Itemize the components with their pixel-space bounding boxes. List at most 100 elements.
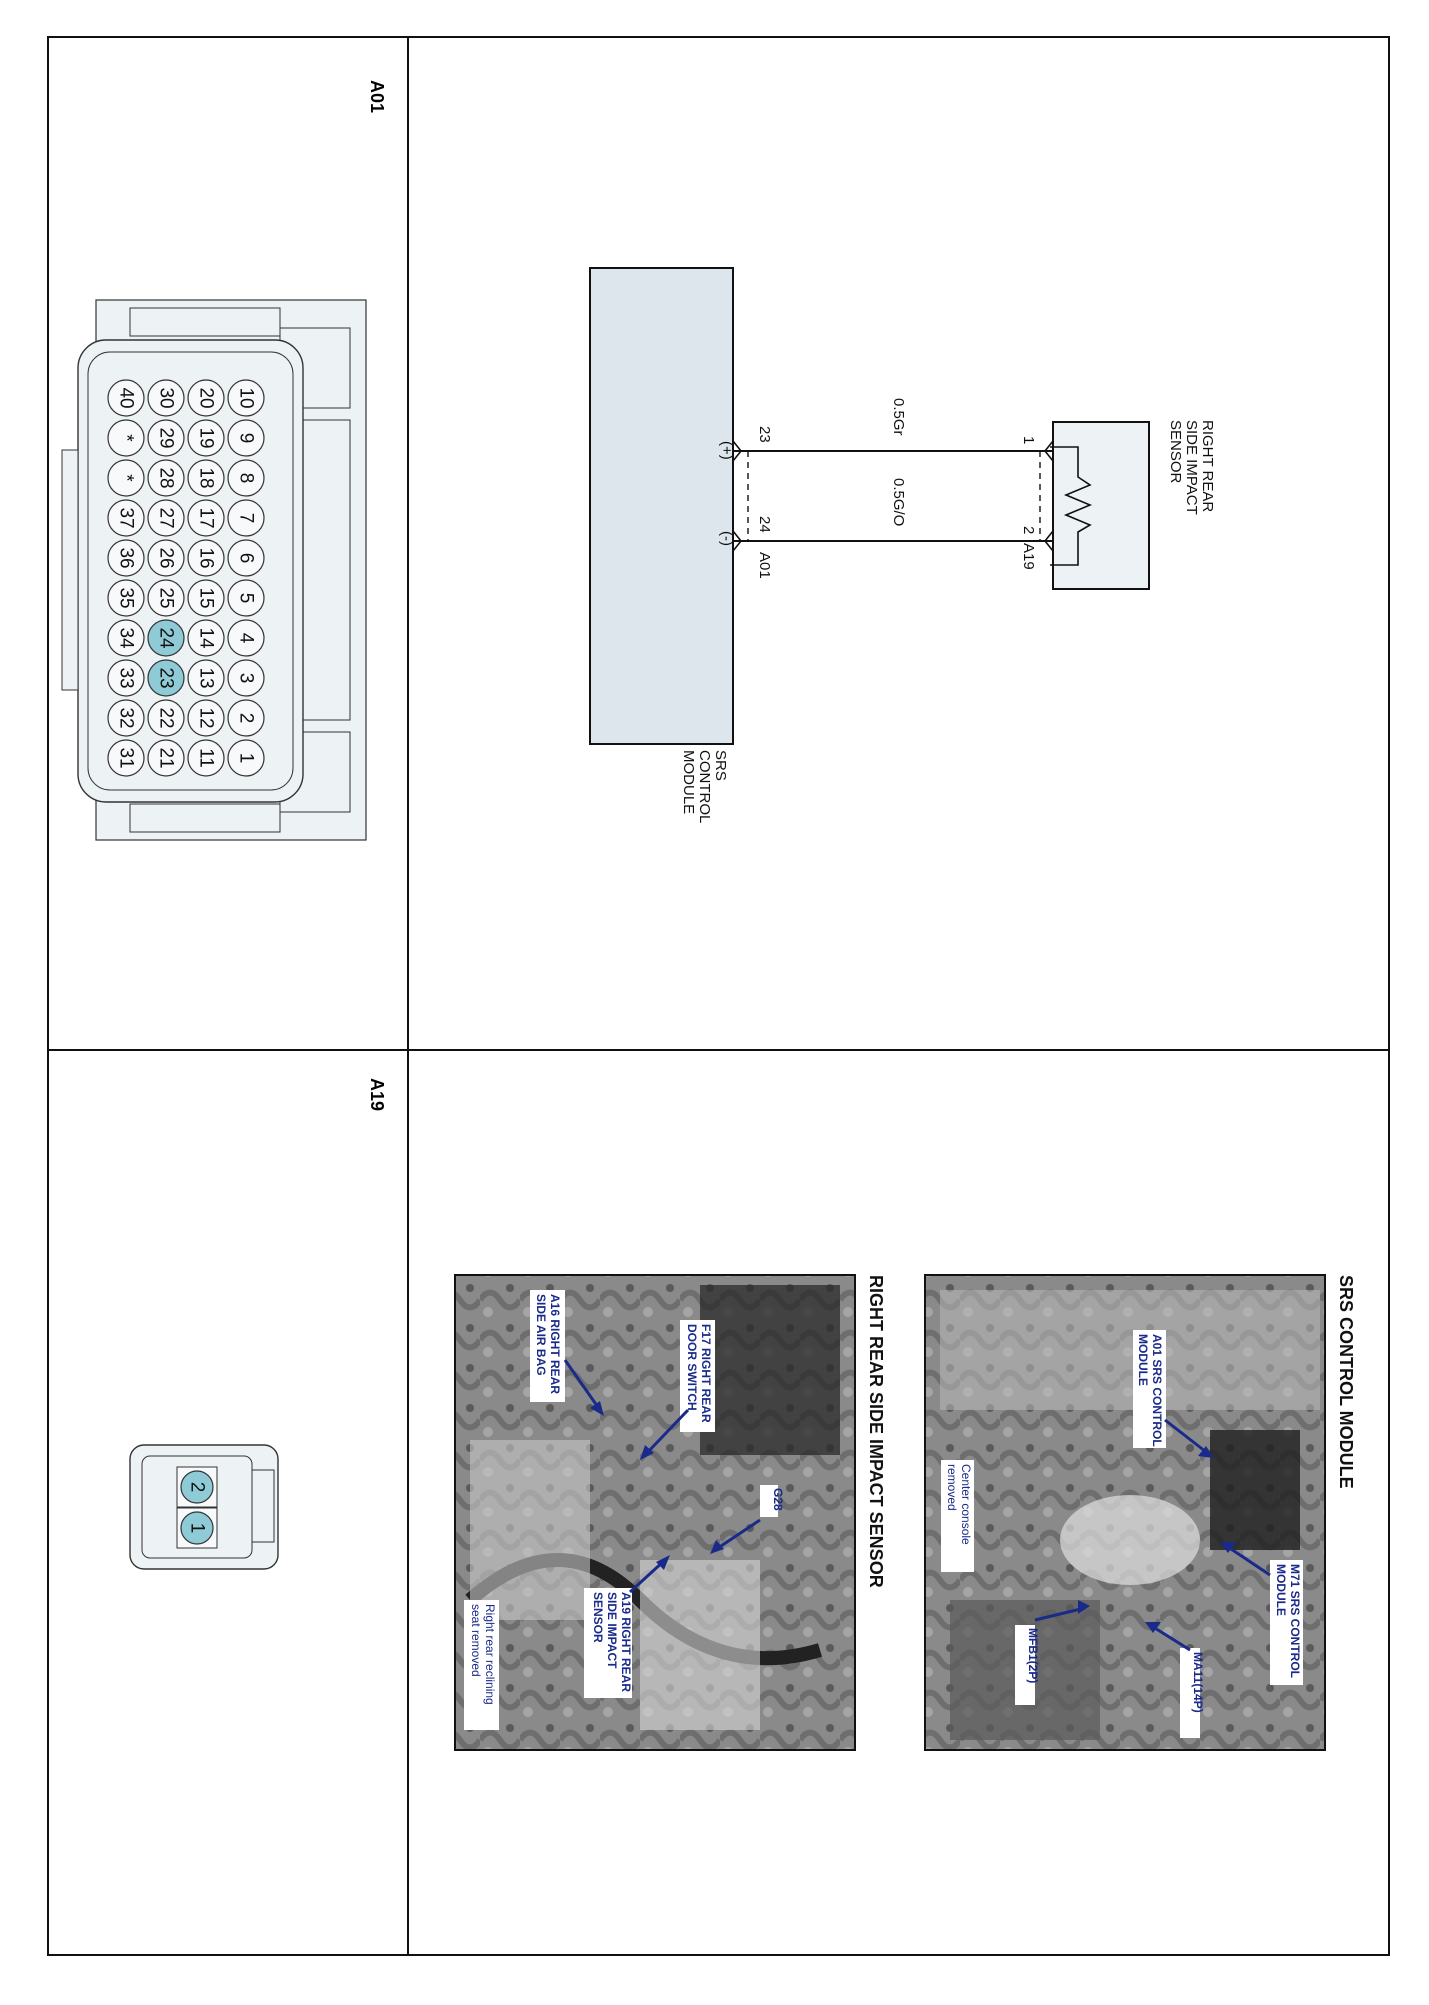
- svg-text:A16 RIGHT REAR: A16 RIGHT REAR: [548, 1294, 562, 1394]
- module-polarity-minus: (-): [718, 531, 735, 546]
- module-name-line: SRS: [712, 750, 729, 781]
- a01-pin: 27: [147, 499, 185, 537]
- a01-pin: 3: [227, 659, 265, 697]
- a01-pin: 18: [187, 459, 225, 497]
- a01-pin: 20: [187, 379, 225, 417]
- photo-srs-control-module: SRS CONTROL MODULE A01 SRS CONTROL MODUL…: [924, 1274, 1356, 1751]
- photo-title-srs-control-module: SRS CONTROL MODULE: [1336, 1275, 1356, 1489]
- a01-pin: 31: [107, 739, 145, 777]
- a01-pin: 33: [107, 659, 145, 697]
- a01-pin: 4: [227, 619, 265, 657]
- terminal-chevron: [1043, 530, 1054, 552]
- callout-mfb1-2p: MFB1(2P): [1015, 1600, 1090, 1705]
- svg-text:2: 2: [236, 713, 257, 724]
- svg-text:2: 2: [187, 1482, 208, 1493]
- callout-ma11-14p: MA11(14P): [1145, 1622, 1205, 1738]
- a01-pin: 21: [147, 739, 185, 777]
- a01-pin: 32: [107, 699, 145, 737]
- a01-pin: 23: [147, 659, 185, 697]
- a01-pin: *: [107, 419, 145, 457]
- a01-pin: 40: [107, 379, 145, 417]
- svg-text:A01 SRS CONTROL: A01 SRS CONTROL: [1150, 1334, 1164, 1447]
- a01-pin: 14: [187, 619, 225, 657]
- svg-text:31: 31: [116, 747, 137, 768]
- a01-pin: 30: [147, 379, 185, 417]
- svg-text:30: 30: [156, 387, 177, 408]
- a01-pin: 5: [227, 579, 265, 617]
- svg-text:12: 12: [196, 707, 217, 728]
- a01-pin: 8: [227, 459, 265, 497]
- a01-pin: 22: [147, 699, 185, 737]
- sensor-pin-1: 1: [1020, 436, 1037, 444]
- svg-text:A19 RIGHT REAR: A19 RIGHT REAR: [619, 1592, 633, 1692]
- a19-pin-grid: 12: [176, 1466, 218, 1549]
- module-polarity-plus: (+): [718, 441, 735, 460]
- svg-text:26: 26: [156, 547, 177, 568]
- module-connector-code: A01: [756, 552, 773, 579]
- svg-text:23: 23: [156, 667, 177, 688]
- a01-pin: 17: [187, 499, 225, 537]
- svg-text:4: 4: [236, 633, 257, 644]
- a01-pin: 7: [227, 499, 265, 537]
- svg-text:MA11(14P): MA11(14P): [1191, 1652, 1205, 1713]
- svg-text:16: 16: [196, 547, 217, 568]
- sensor-name-line: SIDE IMPACT: [1183, 420, 1200, 515]
- svg-text:10: 10: [236, 387, 257, 408]
- a01-pin: 15: [187, 579, 225, 617]
- a01-pin: 26: [147, 539, 185, 577]
- svg-text:1: 1: [187, 1523, 208, 1534]
- svg-text:28: 28: [156, 467, 177, 488]
- svg-text:25: 25: [156, 587, 177, 608]
- a01-pin: 28: [147, 459, 185, 497]
- svg-text:24: 24: [156, 627, 177, 649]
- svg-text:*: *: [116, 434, 137, 442]
- callout-a19-right-rear-side-impact-sensor: A19 RIGHT REAR SIDE IMPACT SENSOR: [584, 1555, 670, 1698]
- svg-text:removed: removed: [945, 1464, 959, 1511]
- svg-text:6: 6: [236, 553, 257, 564]
- svg-text:seat removed: seat removed: [469, 1604, 483, 1677]
- callout-m71-srs-control-module: M71 SRS CONTROL MODULE: [1220, 1542, 1303, 1685]
- frame-code-a01: A01: [367, 80, 387, 113]
- svg-text:MODULE: MODULE: [1136, 1334, 1150, 1386]
- connector-a19-face: 12: [129, 1444, 279, 1570]
- svg-text:19: 19: [196, 427, 217, 448]
- resistor-symbol: [1050, 446, 1093, 566]
- note-right-rear-reclining-seat-removed: Right rear reclining seat removed: [464, 1600, 499, 1730]
- connector-a01-face: 1234567891011121314151617181920212223242…: [61, 299, 367, 841]
- svg-text:40: 40: [116, 387, 137, 408]
- terminal-chevron: [1043, 440, 1054, 462]
- terminal-chevron: [732, 530, 743, 552]
- a01-pin: 16: [187, 539, 225, 577]
- svg-text:3: 3: [236, 673, 257, 684]
- svg-text:SIDE IMPACT: SIDE IMPACT: [605, 1592, 619, 1669]
- a01-pin: 35: [107, 579, 145, 617]
- svg-text:17: 17: [196, 507, 217, 528]
- a01-pin: 19: [187, 419, 225, 457]
- svg-text:21: 21: [156, 747, 177, 768]
- module-pin-24: 24: [756, 516, 773, 533]
- svg-text:M71 SRS CONTROL: M71 SRS CONTROL: [1288, 1564, 1302, 1678]
- svg-text:20: 20: [196, 387, 217, 408]
- svg-text:Right rear reclining: Right rear reclining: [483, 1604, 497, 1705]
- module-name-line: MODULE: [680, 750, 697, 814]
- sensor-pin-2: 2: [1020, 526, 1037, 534]
- a01-pin: 36: [107, 539, 145, 577]
- callout-g28: G28: [710, 1485, 785, 1554]
- svg-text:1: 1: [236, 753, 257, 764]
- note-center-console-removed: Center console removed: [941, 1460, 974, 1572]
- sensor-name-line: SENSOR: [1167, 420, 1184, 484]
- svg-text:G28: G28: [771, 1488, 785, 1511]
- a01-pin: 29: [147, 419, 185, 457]
- svg-text:15: 15: [196, 587, 217, 608]
- svg-text:27: 27: [156, 507, 177, 528]
- a01-pin: 10: [227, 379, 265, 417]
- wire-label-0-5gr: 0.5Gr: [890, 398, 907, 436]
- svg-text:7: 7: [236, 513, 257, 524]
- sensor-name-line: RIGHT REAR: [1199, 420, 1216, 512]
- svg-text:37: 37: [116, 507, 137, 528]
- a01-pin: 34: [107, 619, 145, 657]
- svg-text:DOOR SWITCH: DOOR SWITCH: [685, 1324, 699, 1411]
- svg-text:MFB1(2P): MFB1(2P): [1026, 1628, 1040, 1683]
- module-name-line: CONTROL: [696, 750, 713, 823]
